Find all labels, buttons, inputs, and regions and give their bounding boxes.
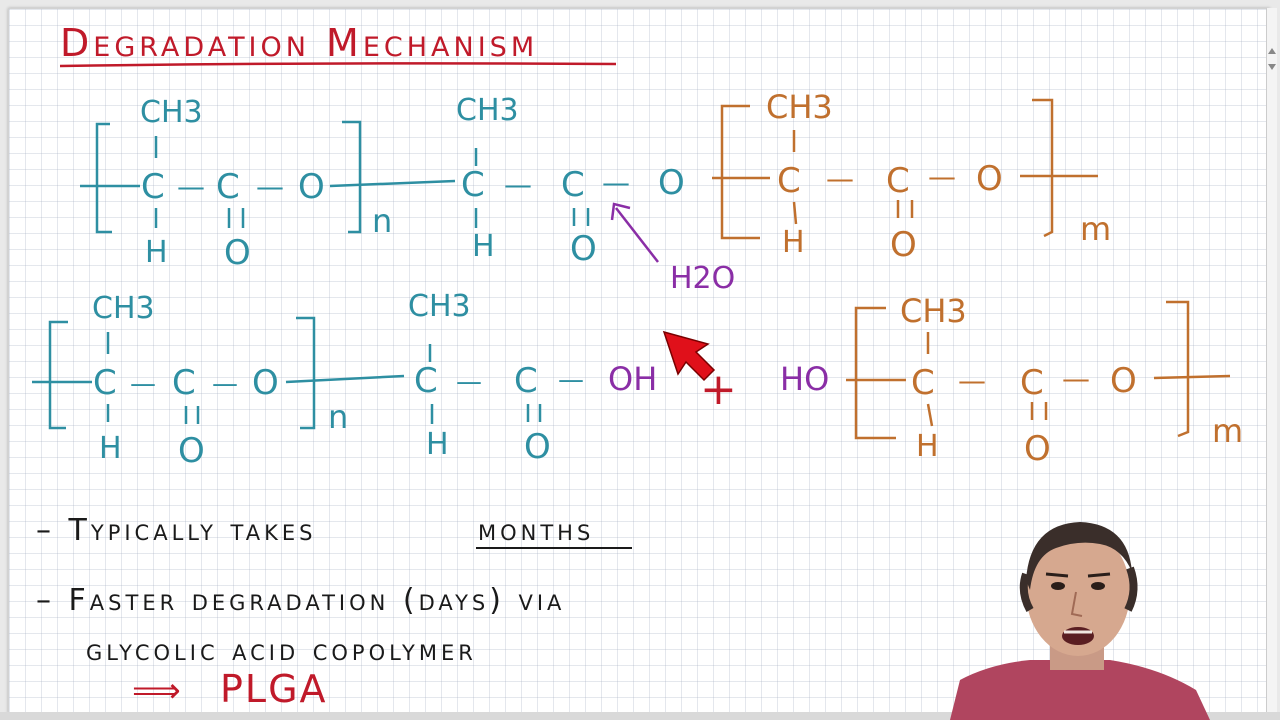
ch3-label: CH3	[456, 93, 519, 128]
title-underline	[59, 62, 617, 68]
vertical-scrollbar[interactable]	[1266, 8, 1277, 712]
ch3-label: CH3	[766, 88, 833, 126]
bond-label: —	[456, 367, 482, 397]
top-segment-1: CH3 C — C — O H O n	[80, 95, 456, 273]
pointer-arrow-icon	[662, 330, 716, 382]
oxygen-label: O	[252, 363, 279, 403]
oxygen-label: O	[298, 167, 325, 207]
scroll-up-icon[interactable]	[1268, 48, 1276, 54]
oxygen-label: O	[1110, 361, 1137, 401]
implies-arrow: ⟹	[132, 671, 181, 711]
bond-label: —	[958, 364, 986, 397]
carbonyl-oxygen-label: O	[524, 427, 551, 467]
hydroxyl-label: HO	[780, 360, 829, 398]
top-segment-2: CH3 C — C — O H O	[456, 93, 685, 269]
hydrogen-label: H	[472, 229, 495, 264]
carbonyl-oxygen-label: O	[1024, 429, 1051, 469]
hydrogen-label: H	[916, 429, 939, 464]
carbon-label: C	[1020, 363, 1044, 403]
ch3-label: CH3	[92, 291, 155, 326]
carbonyl-oxygen-label: O	[570, 229, 597, 269]
carbon-label: C	[172, 363, 196, 403]
note-line-1: – Typically takes	[36, 513, 316, 548]
scroll-down-icon[interactable]	[1268, 64, 1276, 70]
bottom-segment-3: HO CH3 C — C — O H O m	[780, 292, 1243, 469]
top-segment-3: CH3 C — C — O H O m	[712, 88, 1111, 265]
bond-label: —	[256, 170, 284, 203]
note-line-2: – Faster degradation (days) via	[36, 583, 565, 618]
bottom-segment-2: CH3 C — C — OH H O	[408, 289, 657, 467]
carbon-label: C	[141, 167, 165, 207]
bond-label: —	[602, 166, 630, 199]
whiteboard-canvas	[8, 8, 1270, 714]
ch3-label: CH3	[900, 292, 967, 330]
subscript-n: n	[372, 202, 392, 240]
hydrogen-label: H	[426, 427, 449, 462]
oxygen-label: O	[658, 163, 685, 203]
carbonyl-oxygen-label: O	[224, 233, 251, 273]
water-label: H2O	[670, 261, 735, 296]
bond-label: —	[177, 170, 205, 203]
carbon-label: C	[777, 161, 801, 201]
result-label: PLGA	[220, 667, 328, 711]
water-attack-arrow: H2O	[610, 202, 735, 296]
ch3-label: CH3	[408, 289, 471, 324]
carbon-label: C	[514, 361, 538, 401]
bottom-bar	[0, 712, 1280, 720]
bond-label: —	[504, 168, 532, 201]
carbon-label: C	[911, 363, 935, 403]
page-title: Degradation Mechanism	[60, 21, 538, 65]
carbon-label: C	[93, 363, 117, 403]
bond-label: —	[212, 369, 238, 399]
hydrogen-label: H	[99, 431, 122, 466]
carbon-label: C	[461, 165, 485, 205]
note-line-3: glycolic acid copolymer	[86, 633, 477, 668]
carbonyl-oxygen-label: O	[890, 225, 917, 265]
carbonyl-oxygen-label: O	[178, 431, 205, 471]
subscript-m: m	[1080, 210, 1111, 248]
bond-label: —	[558, 365, 584, 395]
hydrogen-label: H	[782, 225, 805, 260]
presenter-video-icon	[950, 522, 1210, 720]
hydrogen-label: H	[145, 235, 168, 270]
oxygen-label: O	[976, 159, 1003, 199]
bond-label: —	[928, 160, 956, 193]
bond-label: —	[1062, 362, 1090, 395]
note-line-1-emphasis: months	[478, 513, 594, 548]
notes: – Typically takes months – Faster degrad…	[36, 513, 632, 711]
bond-label: —	[130, 369, 156, 399]
carbon-label: C	[886, 161, 910, 201]
carbon-label: C	[216, 167, 240, 207]
hydroxyl-label: OH	[608, 360, 657, 398]
carbon-label: C	[414, 361, 438, 401]
bond-label: —	[826, 162, 854, 195]
bottom-segment-1: CH3 C — C — O H O n	[32, 291, 405, 471]
subscript-m: m	[1212, 412, 1243, 450]
ch3-label: CH3	[140, 95, 203, 130]
subscript-n: n	[328, 398, 348, 436]
carbon-label: C	[561, 165, 585, 205]
